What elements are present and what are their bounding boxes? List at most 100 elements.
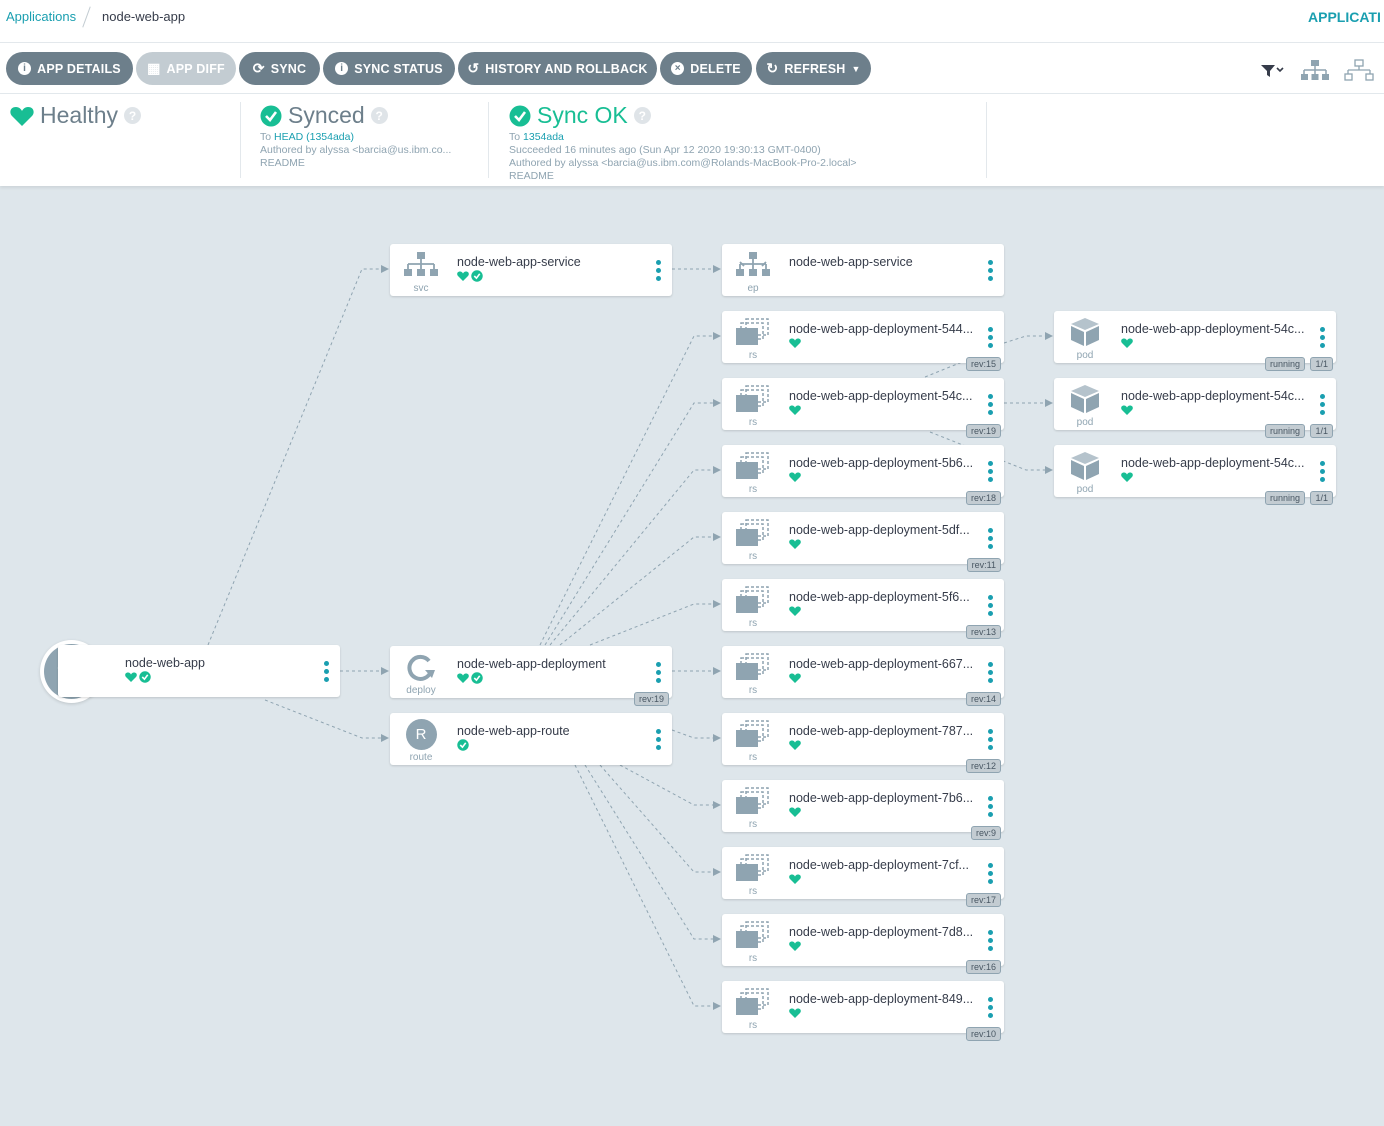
check-circle-icon [139, 671, 151, 683]
node-menu-icon[interactable] [988, 662, 994, 683]
synced-revision-link[interactable]: HEAD (1354ada) [274, 131, 354, 143]
sync-button[interactable]: ⟳ SYNC [239, 52, 320, 85]
service-node[interactable]: svc node-web-app-service [390, 244, 672, 296]
revision-tag: rev:19 [965, 424, 1001, 438]
operation-to-prefix: To [509, 131, 524, 143]
app-node[interactable]: node-web-app [58, 645, 340, 697]
replicaset-kind-label: rs [748, 819, 758, 830]
node-menu-icon[interactable] [1320, 327, 1326, 348]
node-menu-icon[interactable] [988, 260, 994, 281]
help-icon[interactable]: ? [123, 107, 141, 124]
node-menu-icon[interactable] [988, 461, 994, 482]
node-menu-icon[interactable] [324, 661, 330, 682]
replicaset-icon [736, 921, 769, 948]
replicaset-icon-box: rs [732, 451, 774, 495]
route-node-status [457, 739, 469, 751]
pod-icon-box: pod [1064, 317, 1106, 361]
app-details-button[interactable]: i APP DETAILS [6, 52, 133, 85]
info-icon: i [335, 62, 349, 75]
replicaset-kind-label: rs [748, 752, 758, 763]
operation-succeeded: Succeeded 16 minutes ago (Sun Apr 12 202… [509, 144, 821, 156]
heart-icon [789, 405, 801, 415]
network-view-icon[interactable] [1344, 59, 1374, 83]
filter-icon[interactable] [1260, 63, 1286, 79]
node-menu-icon[interactable] [988, 394, 994, 415]
divider [986, 102, 987, 178]
node-menu-icon[interactable] [988, 327, 994, 348]
node-menu-icon[interactable] [988, 595, 994, 616]
sync-status-button[interactable]: i SYNC STATUS [323, 52, 455, 85]
node-menu-icon[interactable] [656, 260, 662, 281]
node-menu-icon[interactable] [988, 863, 994, 884]
replicaset-node-status [789, 806, 801, 818]
route-icon-box: R route [400, 719, 442, 763]
pod-node-status [1121, 404, 1133, 416]
breadcrumb-current: node-web-app [102, 9, 186, 24]
node-menu-icon[interactable] [988, 930, 994, 951]
revision-tag: rev:14 [965, 692, 1001, 706]
replicaset-icon [736, 318, 769, 345]
route-node[interactable]: R route node-web-app-route [390, 713, 672, 765]
node-menu-icon[interactable] [988, 528, 994, 549]
replicaset-icon-box: rs [732, 786, 774, 830]
replicaset-node-status [789, 940, 801, 952]
app-diff-button[interactable]: ▦ APP DIFF [136, 52, 236, 85]
heart-icon [125, 672, 137, 682]
help-icon[interactable]: ? [370, 107, 388, 124]
revision-tag: rev:10 [965, 1027, 1001, 1041]
node-menu-icon[interactable] [1320, 394, 1326, 415]
node-menu-icon[interactable] [656, 729, 662, 750]
times-circle-icon: × [671, 62, 685, 75]
heart-icon [1121, 338, 1133, 348]
check-circle-icon [260, 105, 282, 126]
operation-revision-link[interactable]: 1354ada [523, 131, 564, 143]
pod-node-name: node-web-app-deployment-54c... [1121, 456, 1305, 470]
endpoint-node[interactable]: ep node-web-app-service [722, 244, 1004, 296]
node-menu-icon[interactable] [988, 729, 994, 750]
history-rollback-label: HISTORY AND ROLLBACK [485, 61, 648, 76]
health-status: Healthy ? [10, 102, 230, 178]
check-circle-icon [471, 270, 483, 282]
replicaset-kind-label: rs [748, 551, 758, 562]
node-menu-icon[interactable] [1320, 461, 1326, 482]
sync-status-title: Synced [288, 102, 365, 128]
history-icon: ↺ [467, 60, 480, 76]
breadcrumb-applications-link[interactable]: Applications [6, 9, 77, 24]
heart-icon [457, 271, 469, 281]
sync-status-section: Synced ? To HEAD (1354ada) Authored by a… [260, 102, 480, 178]
delete-button[interactable]: × DELETE [660, 52, 752, 85]
service-icon-box: svc [400, 250, 442, 294]
node-menu-icon[interactable] [656, 662, 662, 683]
deployment-node[interactable]: deploy node-web-app-deployment rev:19 [390, 646, 672, 706]
replicaset-icon-box: rs [732, 317, 774, 361]
node-menu-icon[interactable] [988, 796, 994, 817]
replicaset-icon-box: rs [732, 585, 774, 629]
replicaset-node-status [789, 873, 801, 885]
history-rollback-button[interactable]: ↺ HISTORY AND ROLLBACK [458, 52, 657, 85]
tree-view-icon[interactable] [1300, 59, 1330, 83]
revision-tag: rev:13 [965, 625, 1001, 639]
node-menu-icon[interactable] [988, 997, 994, 1018]
pod-icon-box: pod [1064, 384, 1106, 428]
endpoint-node-name: node-web-app-service [789, 255, 913, 269]
heart-icon [789, 472, 801, 482]
help-icon[interactable]: ? [633, 107, 651, 124]
refresh-button[interactable]: ↻ REFRESH ▼ [756, 52, 871, 85]
revision-tag: rev:17 [965, 893, 1001, 907]
toolbar: i APP DETAILS ▦ APP DIFF ⟳ SYNC i SYNC S… [0, 43, 1384, 94]
sync-label: SYNC [270, 61, 307, 76]
